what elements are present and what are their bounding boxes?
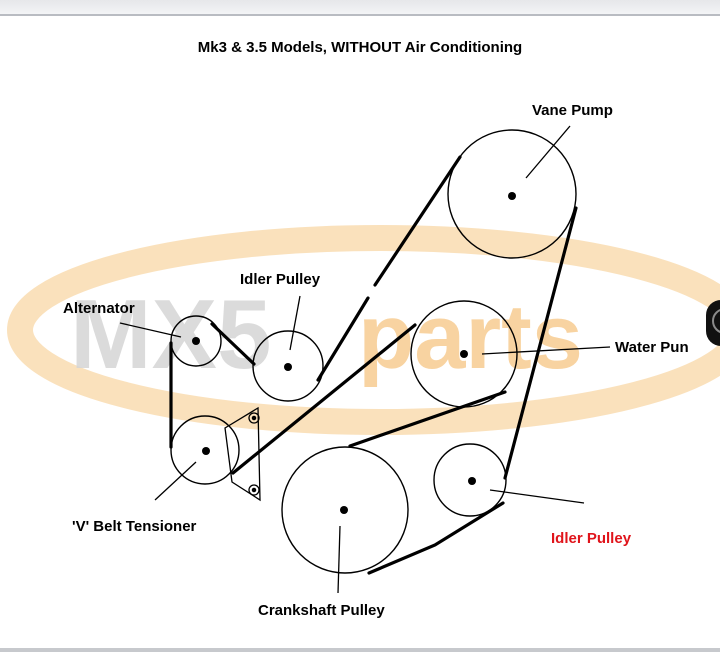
- tensioner-pulley: [170, 415, 240, 485]
- vane-pump-leader: [525, 125, 571, 179]
- idler-top-leader: [289, 295, 301, 351]
- tensioner-center: [202, 447, 210, 455]
- watermark-parts: parts: [358, 286, 583, 388]
- watermark-swoosh: [7, 225, 720, 435]
- label-idler-pulley-bottom: Idler Pulley: [551, 530, 632, 547]
- crankshaft-center: [340, 506, 348, 514]
- tensioner-bracket: [224, 406, 261, 502]
- watermark: MX5 parts: [7, 225, 720, 435]
- label-crankshaft-pulley: Crankshaft Pulley: [258, 602, 385, 619]
- idler-pulley-top: [252, 330, 324, 402]
- scroll-right-button[interactable]: [706, 300, 720, 346]
- crankshaft-pulley: [281, 446, 409, 574]
- bottom-border: [0, 648, 720, 652]
- label-vane-pump: Vane Pump: [532, 102, 613, 119]
- idler-top-center: [284, 363, 292, 371]
- label-water-pump: Water Pun: [615, 339, 689, 356]
- top-toolbar: [0, 0, 720, 16]
- alternator-pulley: [170, 315, 222, 367]
- water-pump-leader: [481, 346, 611, 355]
- vane-pump-center: [508, 192, 516, 200]
- tensioner-leader: [154, 461, 197, 501]
- idler-bottom-center: [468, 477, 476, 485]
- idler-pulley-bottom: [433, 443, 507, 517]
- alternator-center: [192, 337, 200, 345]
- serpentine-belt: [169, 155, 578, 575]
- label-idler-pulley-top: Idler Pulley: [240, 271, 321, 288]
- label-alternator: Alternator: [63, 300, 135, 317]
- water-pump-center: [460, 350, 468, 358]
- crankshaft-leader: [337, 525, 341, 594]
- idler-bottom-leader: [489, 489, 585, 504]
- alternator-leader: [119, 322, 182, 338]
- label-v-belt-tensioner: 'V' Belt Tensioner: [72, 518, 197, 535]
- vane-pump-pulley: [447, 129, 577, 259]
- diagram-title: Mk3 & 3.5 Models, WITHOUT Air Conditioni…: [198, 39, 522, 56]
